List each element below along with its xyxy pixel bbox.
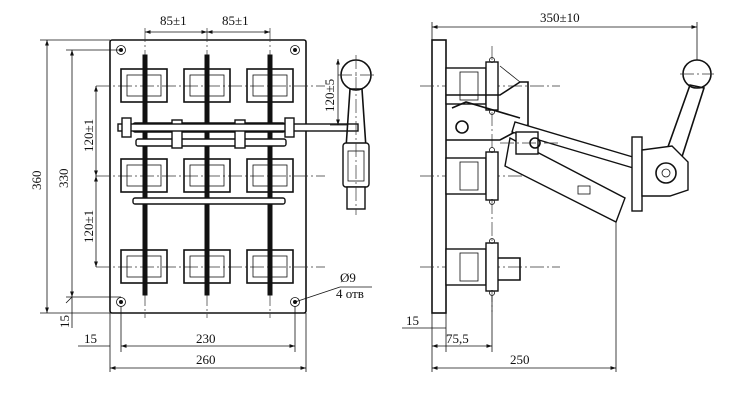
side-view: 350±10 15 75,5 250 bbox=[402, 10, 714, 372]
middle-crossbar bbox=[135, 138, 287, 147]
switch-blades bbox=[142, 54, 273, 296]
side-base-plate bbox=[431, 39, 447, 314]
dim-depth-total: 350±10 bbox=[540, 10, 580, 25]
crossbar-clamp-left bbox=[171, 119, 183, 149]
operating-handle-front bbox=[338, 55, 374, 215]
side-handle-plate bbox=[631, 136, 643, 212]
hole-count: 4 отв bbox=[336, 286, 364, 301]
dim-pitch-right: 85±1 bbox=[222, 13, 249, 28]
shaft-bearing-left bbox=[121, 117, 132, 138]
dim-height-holes: 330 bbox=[56, 169, 71, 189]
dim-height-total: 360 bbox=[29, 171, 44, 191]
lower-crossbar bbox=[132, 197, 286, 205]
side-terminals bbox=[445, 57, 521, 296]
dim-row-lower: 120±1 bbox=[81, 210, 96, 243]
dim-width-offset: 15 bbox=[84, 331, 97, 346]
dim-side-mid: 75,5 bbox=[446, 331, 469, 346]
drive-shaft bbox=[117, 123, 359, 132]
front-view: 85±1 85±1 120±5 360 330 120±1 120±1 15 1… bbox=[29, 13, 374, 372]
hole-diameter: Ø9 bbox=[340, 270, 356, 285]
dim-corner-offset: 15 bbox=[57, 315, 72, 328]
dim-side-depth: 250 bbox=[510, 352, 530, 367]
side-bracket bbox=[446, 81, 529, 141]
base-plate bbox=[109, 39, 307, 314]
shaft-bearing-right bbox=[284, 117, 295, 138]
dim-width-holes: 230 bbox=[196, 331, 216, 346]
dim-handle-offset: 120±5 bbox=[322, 79, 337, 112]
crossbar-clamp-right bbox=[234, 119, 246, 149]
dim-row-upper: 120±1 bbox=[81, 119, 96, 152]
dim-width-total: 260 bbox=[196, 352, 216, 367]
dim-pitch-left: 85±1 bbox=[160, 13, 187, 28]
dim-side-plate: 15 bbox=[406, 313, 419, 328]
operating-handle-side bbox=[641, 59, 714, 197]
